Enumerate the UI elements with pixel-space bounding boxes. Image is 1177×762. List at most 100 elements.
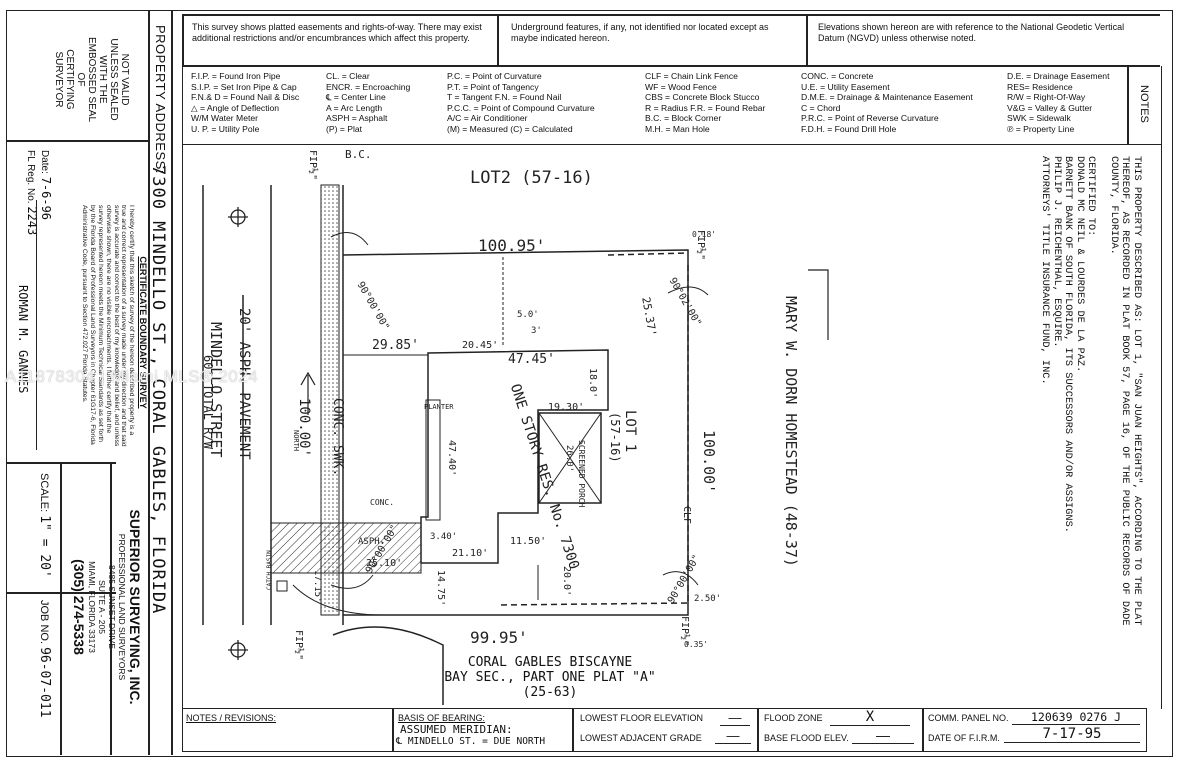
legend-item: T = Tangent F.N. = Found Nail	[447, 92, 562, 103]
legend-item: M.H. = Man Hole	[645, 123, 710, 134]
comm-panel-label: COMM. PANEL NO.	[928, 713, 1009, 723]
catch-basin-icon	[276, 580, 288, 592]
property-description: THIS PROPERTY DESCRIBED AS: LOT 1, "SAN …	[1039, 156, 1144, 626]
dim-label: 20.45'	[462, 340, 499, 351]
property-address-value: 7300 MINDELLO ST., CORAL GABLES, FLORIDA	[148, 165, 168, 615]
bottom-div-4	[922, 708, 924, 751]
top-notes-left	[182, 14, 184, 66]
seal-divider	[6, 140, 149, 142]
legend-item: ℗ = Property Line	[1007, 123, 1075, 134]
catch-basin-label: CATCH BASIN	[266, 550, 273, 590]
date-value: 7-6-96	[39, 176, 53, 221]
date-label: Date:	[39, 150, 50, 174]
desc-line: ATTORNEYS' TITLE INSURANCE FUND, INC.	[1039, 156, 1052, 385]
company-sub: PROFESSIONAL LAND SURVEYORS	[117, 533, 127, 681]
bottom-div-3	[757, 708, 759, 751]
angle-arrow	[330, 232, 369, 246]
top-notes-bottom	[182, 65, 1160, 67]
cert-line: Administrative Code, pursuant to Section…	[81, 205, 89, 403]
survey-sheet	[6, 10, 1173, 757]
company-divider	[110, 462, 112, 755]
legend-item: C = Chord	[801, 102, 841, 113]
base-flood-value: —	[852, 727, 914, 744]
conc-label: CONC.	[370, 498, 395, 507]
desc-line: DONALD MC NEIL & LOURDES DE LA PAZ.	[1074, 156, 1086, 373]
lowest-adj-label: LOWEST ADJACENT GRADE	[580, 733, 702, 743]
comm-panel-value: 120639 0276 J	[1012, 710, 1140, 725]
screened-porch	[538, 412, 602, 504]
north-label: NORTH	[292, 430, 300, 452]
firm-date-value: 7-17-95	[1004, 726, 1140, 743]
basis-value-2: ℄ MINDELLO ST. = DUE NORTH	[396, 736, 546, 747]
subdivision-label: CORAL GABLES BISCAYNE BAY SEC., PART ONE…	[430, 655, 670, 700]
dim-label: 3'	[531, 326, 542, 336]
top-note-1: This survey shows platted easements and …	[192, 22, 482, 43]
job-value: 96-07-011	[37, 647, 52, 718]
dim-label: 47.40'	[446, 440, 457, 477]
notes-divider	[1127, 66, 1129, 144]
base-flood-label: BASE FLOOD ELEV.	[764, 733, 849, 743]
company-addr1: 8485 SUNSET DRIVE	[107, 565, 117, 649]
legend-item: U.E. = Utility Easement	[801, 81, 890, 92]
driveway	[270, 522, 422, 574]
scale-block: SCALE: 1" = 20'	[37, 473, 52, 578]
mls-watermark: A11878304 | Miami MLS® 2024	[5, 367, 259, 386]
job-label: JOB NO.	[38, 600, 50, 645]
dim-label: 2.50'	[694, 594, 722, 604]
legend-item: F.D.H. = Found Drill Hole	[801, 123, 897, 134]
porch-label: SCREENED PORCH	[577, 440, 586, 508]
north-arrow-icon	[300, 371, 316, 415]
notes-revisions-label: NOTES / REVISIONS:	[186, 713, 277, 723]
legend-item: △ = Angle of Deflection	[191, 102, 280, 113]
top-note-div1	[497, 14, 499, 66]
house-outline	[420, 349, 609, 564]
fence-top	[607, 252, 689, 256]
bottom-div-1	[392, 708, 394, 751]
cert-line: by the Florida Board of Professional Lan…	[89, 205, 97, 445]
desc-line: THEREOF, AS RECORDED IN PLAT BOOK 57, PA…	[1119, 156, 1132, 626]
signature-line	[36, 200, 37, 450]
seal-line: NOT VALID	[119, 53, 130, 106]
legend-item: CLF = Chain Link Fence	[645, 71, 738, 81]
lowest-adj-value: —	[715, 728, 751, 744]
bottom-strip	[182, 708, 1147, 752]
desc-line	[1097, 156, 1108, 626]
legend-item: CBS = Concrete Block Stucco	[645, 92, 760, 103]
dim-label: 5.0'	[517, 310, 539, 320]
angle-arrow	[330, 574, 374, 589]
lowest-floor-label: LOWEST FLOOR ELEVATION	[580, 713, 704, 723]
homestead-label: MARY W. DORN HOMESTEAD (48-37)	[782, 296, 800, 567]
dim-label: 26.0'	[564, 445, 574, 473]
company-block: SUPERIOR SURVEYING, INC. PROFESSIONAL LA…	[71, 472, 143, 742]
dim-label: 47.45'	[508, 352, 555, 367]
dim-label: 29.85'	[372, 338, 419, 353]
reg-label: FL Reg. No.	[25, 150, 36, 204]
subdivision-line: (25-63)	[522, 685, 578, 700]
planter	[425, 399, 441, 521]
curve-arc	[292, 584, 384, 616]
legend-item: V&G = Valley & Gutter	[1007, 102, 1093, 113]
homestead-line	[808, 269, 829, 340]
planter-label: PLANTER	[424, 403, 454, 411]
legend-item: D.M.E. = Drainage & Maintenance Easement	[801, 92, 973, 103]
cert-line: survey represented hereon meets the Mini…	[97, 205, 105, 443]
desc-line: BARNETT BANK OF SOUTH FLORIDA, ITS SUCCE…	[1062, 156, 1075, 533]
desc-line: CERTIFIED TO:	[1085, 156, 1098, 237]
legend-item: B.C. = Block Corner	[645, 113, 722, 124]
seal-line: SURVEYOR	[53, 51, 64, 108]
legend-item: (M) = Measured (C) = Calculated	[447, 123, 573, 134]
dim-label: 3.40'	[430, 532, 458, 542]
asph-label: ASPH.	[358, 537, 386, 547]
company-phone: (305) 274-5338	[71, 559, 87, 655]
desc-line: COUNTY, FLORIDA.	[1108, 156, 1120, 255]
legend-item: P.R.C. = Point of Reverse Curvature	[801, 113, 939, 124]
firm-date-label: DATE OF F.I.R.M.	[928, 733, 1000, 743]
seal-line: OF	[75, 72, 86, 87]
dim-label: 19.30'	[548, 402, 585, 413]
conc-swk-label: CONC. SWK.	[330, 398, 345, 477]
property-address-label: PROPERTY ADDRESS:	[153, 25, 168, 174]
